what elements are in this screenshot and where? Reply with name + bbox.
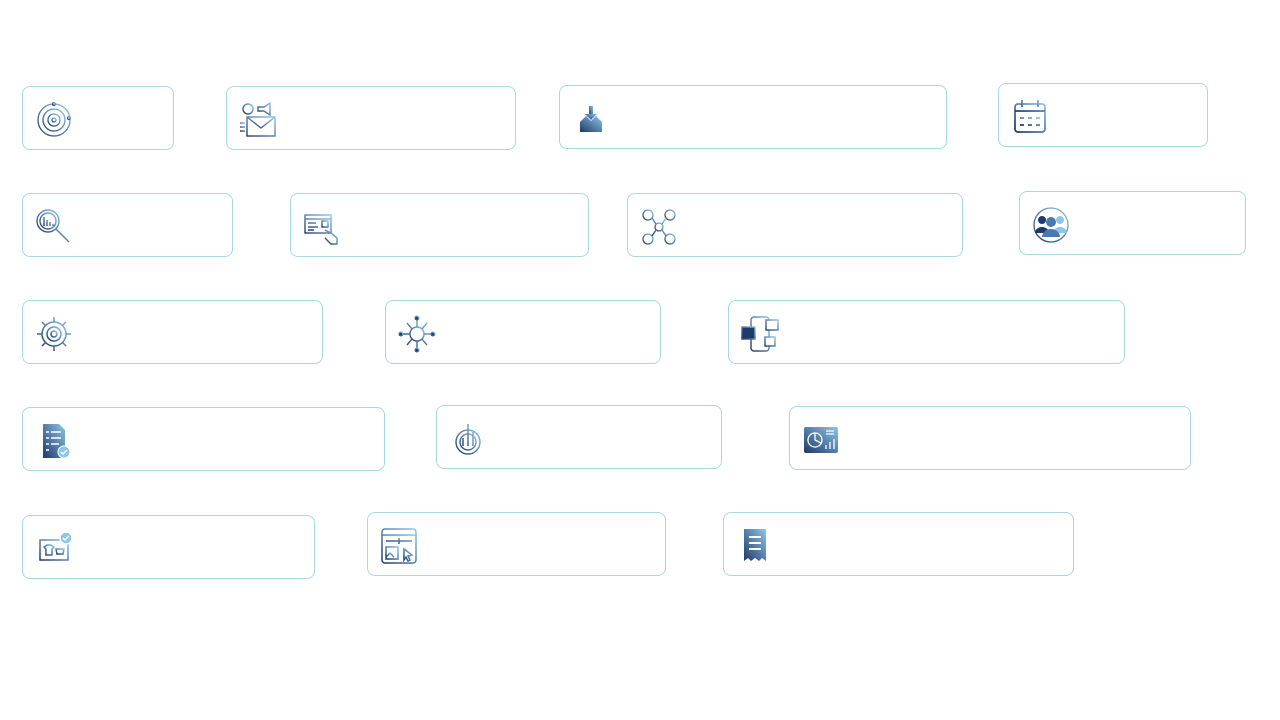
social-media-icon xyxy=(640,208,678,246)
card-calendar[interactable] xyxy=(998,83,1208,147)
receipt-icon xyxy=(736,527,774,565)
card-online-payment[interactable] xyxy=(290,193,589,257)
inbox-download-icon xyxy=(572,100,610,138)
card-gear-analytics[interactable] xyxy=(436,405,722,469)
card-email-marketing[interactable] xyxy=(226,86,516,150)
email-marketing-icon xyxy=(239,101,277,139)
gear-analytics-icon xyxy=(449,420,487,458)
card-search-analytics[interactable] xyxy=(22,193,233,257)
target-orbit-icon xyxy=(35,101,73,139)
ai-network-icon xyxy=(398,315,436,353)
card-inbox[interactable] xyxy=(559,85,947,149)
card-settings[interactable] xyxy=(22,300,323,364)
online-payment-icon xyxy=(303,208,341,246)
card-ecommerce[interactable] xyxy=(22,515,315,579)
mobile-feedback-icon xyxy=(741,315,779,353)
web-design-icon xyxy=(380,527,418,565)
calendar-icon xyxy=(1011,98,1049,136)
search-analytics-icon xyxy=(35,208,73,246)
card-receipt[interactable] xyxy=(723,512,1074,576)
dashboard-chart-icon xyxy=(802,421,840,459)
card-mobile-feedback[interactable] xyxy=(728,300,1125,364)
team-icon xyxy=(1032,206,1070,244)
checklist-icon xyxy=(35,422,73,460)
card-target[interactable] xyxy=(22,86,174,150)
ecommerce-laptop-icon xyxy=(35,530,73,568)
settings-gear-icon xyxy=(35,315,73,353)
card-dashboard[interactable] xyxy=(789,406,1191,470)
card-checklist[interactable] xyxy=(22,407,385,471)
card-social-media[interactable] xyxy=(627,193,963,257)
card-ai-network[interactable] xyxy=(385,300,661,364)
card-web-design[interactable] xyxy=(367,512,666,576)
card-team[interactable] xyxy=(1019,191,1246,255)
